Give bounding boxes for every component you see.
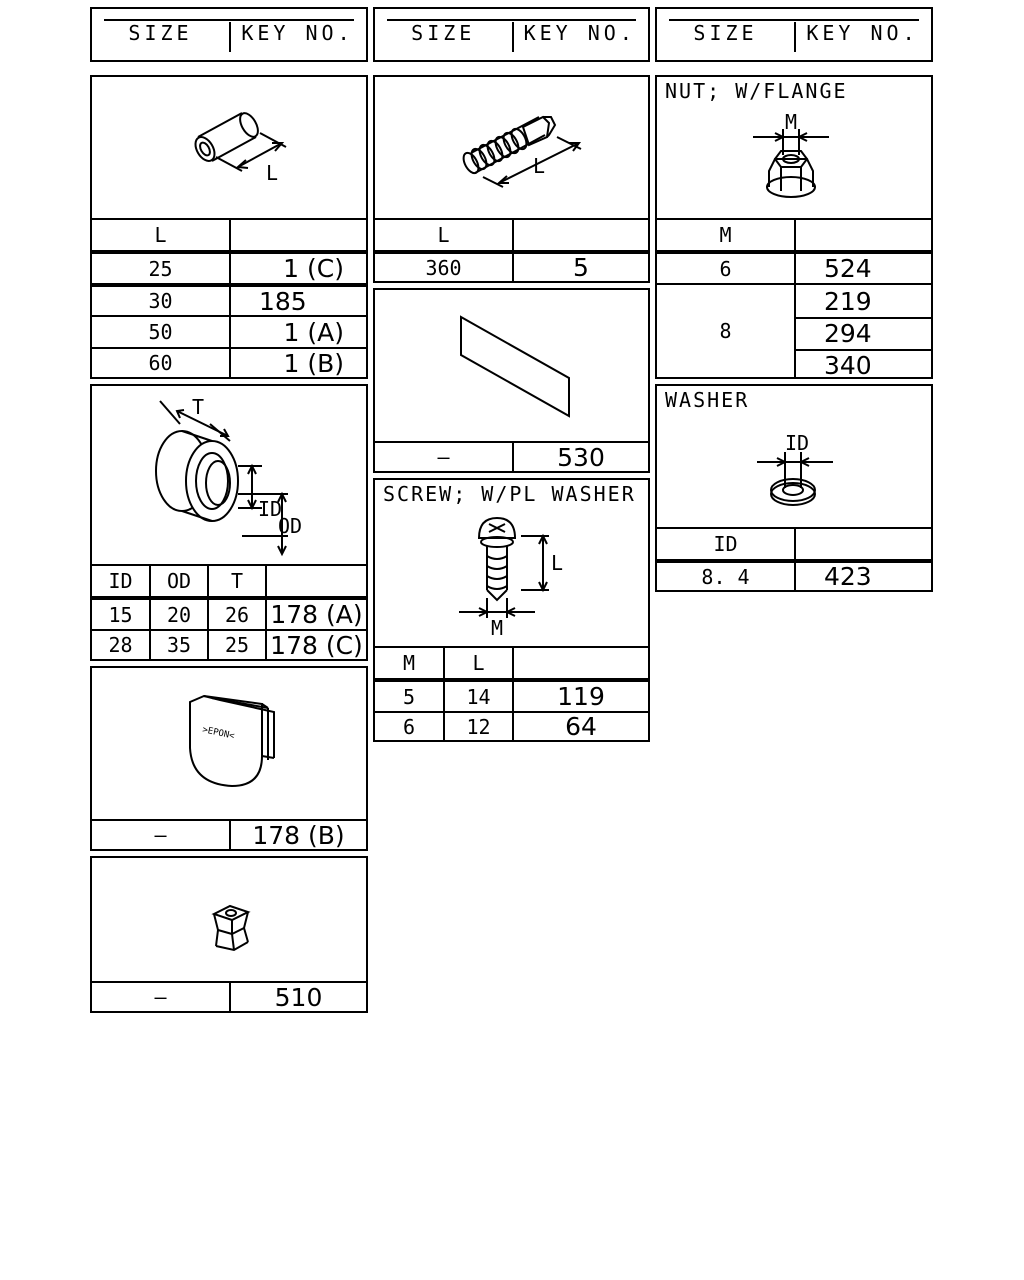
nut-panel: NUT; W/FLANGE M M 6 524 8 — [655, 75, 933, 380]
header-col-3: SIZE KEY NO. — [655, 7, 933, 62]
size-header: SIZE — [693, 21, 758, 45]
table-row: 28 35 25 178 (C) — [92, 629, 366, 660]
table-row: 360 5 — [375, 250, 648, 282]
screw-figure: L M — [375, 480, 648, 646]
spacer-drawing: L — [194, 112, 287, 185]
washer-col-header: ID — [657, 527, 931, 559]
screw-m-label: M — [491, 616, 503, 640]
table-row: 5 14 119 — [375, 678, 648, 711]
bolt-dim-label: L — [533, 154, 545, 178]
nut-title: NUT; W/FLANGE — [665, 79, 848, 103]
size-header: SIZE — [128, 21, 193, 45]
cap-drawing: >EPON< — [189, 694, 275, 788]
table-row: 8 219 294 340 — [657, 283, 931, 380]
clip-panel: – 510 — [90, 856, 368, 1013]
size-header: SIZE — [411, 21, 476, 45]
washer-panel: WASHER ID ID 8. 4 423 — [655, 384, 933, 592]
table-row: 50 1 (A) — [92, 315, 366, 347]
table-row: – 510 — [92, 981, 366, 1012]
key-header: KEY NO. — [806, 21, 919, 45]
grommet-t-label: T — [192, 395, 204, 419]
bolt-col-header: L — [375, 218, 648, 250]
tape-panel: – 530 — [373, 288, 650, 473]
clip-figure — [92, 858, 366, 981]
nut-col-header: M — [657, 218, 931, 250]
table-row: 30 185 — [92, 283, 366, 316]
header-col-1: SIZE KEY NO. — [90, 7, 368, 62]
key-header: KEY NO. — [523, 21, 636, 45]
table-row: 60 1 (B) — [92, 347, 366, 378]
header-col-2: SIZE KEY NO. — [373, 7, 650, 62]
grommet-drawing: T ID OD — [155, 395, 302, 557]
washer-dim-label: ID — [785, 431, 809, 455]
bolt-panel: L L 360 5 — [373, 75, 650, 283]
grommet-od-label: OD — [278, 514, 302, 538]
washer-drawing: ID — [757, 431, 833, 506]
table-row: 6 12 64 — [375, 711, 648, 741]
tape-drawing — [460, 315, 570, 418]
screw-col-header: M L — [375, 646, 648, 678]
clip-drawing — [211, 904, 251, 952]
nut-figure: M — [657, 77, 931, 220]
grommet-figure: T ID OD — [92, 386, 366, 564]
nut-dim-label: M — [785, 110, 797, 134]
table-row: – 530 — [375, 441, 648, 472]
screw-drawing: L M — [459, 516, 563, 640]
table-row: 6 524 — [657, 250, 931, 283]
grommet-id-label: ID — [258, 497, 282, 521]
spacer-panel: L L 25 1 (C) 30 185 50 1 (A) 60 1 (B) — [90, 75, 368, 379]
table-row: 25 1 (C) — [92, 250, 366, 283]
nut-drawing: M — [753, 110, 829, 198]
table-row: 15 20 26 178 (A) — [92, 596, 366, 629]
washer-figure: ID — [657, 386, 931, 529]
cap-panel: >EPON< – 178 (B) — [90, 666, 368, 851]
table-row: – 178 (B) — [92, 819, 366, 850]
key-header: KEY NO. — [241, 21, 354, 45]
grommet-panel: T ID OD ID OD T 15 20 26 178 (A) 28 35 2… — [90, 384, 368, 661]
spacer-figure: L — [92, 77, 366, 220]
l-col-label: L — [154, 223, 167, 247]
screw-title: SCREW; W/PL WASHER — [383, 482, 636, 506]
screw-l-label: L — [551, 551, 563, 575]
table-row: 8. 4 423 — [657, 559, 931, 591]
bolt-drawing: L — [462, 115, 582, 188]
bolt-figure: L — [375, 77, 648, 220]
screw-panel: SCREW; W/PL WASHER — [373, 478, 650, 742]
spacer-dim-label: L — [266, 161, 278, 185]
cap-figure: >EPON< — [92, 668, 366, 819]
spacer-col-header: L — [92, 218, 366, 250]
washer-title: WASHER — [665, 388, 750, 412]
grommet-col-header: ID OD T — [92, 564, 366, 596]
tape-figure — [375, 290, 648, 441]
